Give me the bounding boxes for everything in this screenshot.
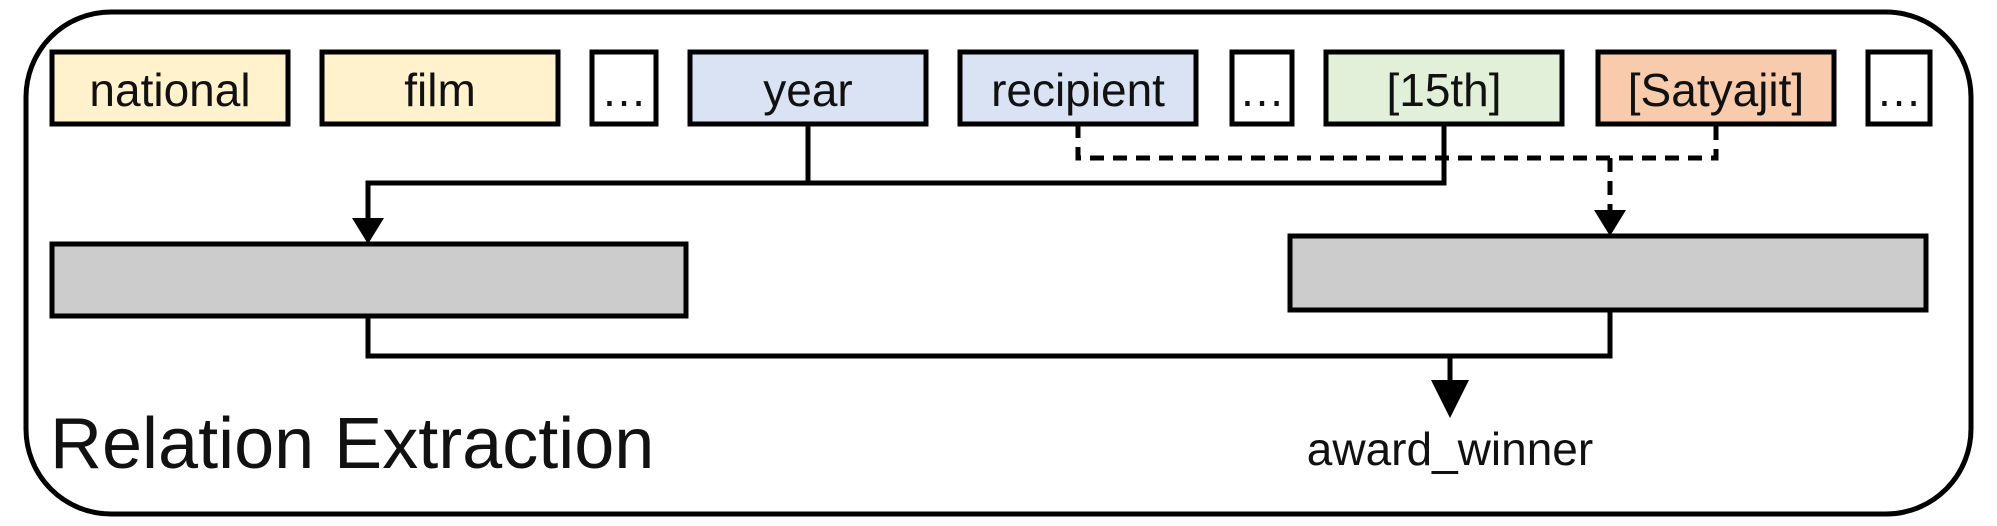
- recipient-satyajit-connector-line: [1075, 124, 1719, 161]
- token-label: national: [89, 64, 250, 116]
- solid-connector: [352, 124, 1447, 244]
- token-box: [1229, 49, 1295, 127]
- token-box: [1865, 49, 1933, 127]
- token-label: recipient: [991, 64, 1165, 116]
- right-encoder-block: [1287, 233, 1929, 313]
- output-label: award_winner: [1307, 423, 1593, 475]
- token-box: [49, 49, 291, 127]
- token-year: year: [687, 49, 929, 127]
- token-box: [319, 49, 561, 127]
- token-label: …: [1239, 64, 1285, 116]
- token-label: [15th]: [1386, 64, 1501, 116]
- token-label: …: [1876, 64, 1922, 116]
- right-encoder-arrow-icon: [1594, 210, 1626, 236]
- token-national: national: [49, 49, 291, 127]
- encoder-merge-line: [365, 310, 1613, 359]
- left-encoder-feed-line: [365, 180, 808, 222]
- left-encoder-block: [49, 241, 689, 319]
- token-film: film: [319, 49, 561, 127]
- output-arrow-icon: [1431, 380, 1469, 418]
- token-box: [1323, 49, 1565, 127]
- year-15th-connector-line: [805, 124, 1447, 186]
- dashed-connector: [1075, 124, 1719, 236]
- outer-frame: [23, 9, 1974, 517]
- token-label: film: [404, 64, 476, 116]
- token-ellipsis-3: …: [1865, 49, 1933, 127]
- output-connector: [365, 310, 1613, 418]
- token-box: [589, 49, 659, 127]
- diagram-title: Relation Extraction: [50, 404, 654, 484]
- token-15th: [15th]: [1323, 49, 1565, 127]
- token-ellipsis-2: …: [1229, 49, 1295, 127]
- token-satyajit: [Satyajit]: [1595, 49, 1837, 127]
- token-label: year: [763, 64, 852, 116]
- token-label: …: [601, 64, 647, 116]
- token-recipient: recipient: [957, 49, 1199, 127]
- token-label: [Satyajit]: [1628, 64, 1804, 116]
- token-box: [1595, 49, 1837, 127]
- token-row: national film … year recipient … [15th]: [49, 49, 1933, 127]
- token-ellipsis-1: …: [589, 49, 659, 127]
- left-encoder-arrow-icon: [352, 218, 384, 244]
